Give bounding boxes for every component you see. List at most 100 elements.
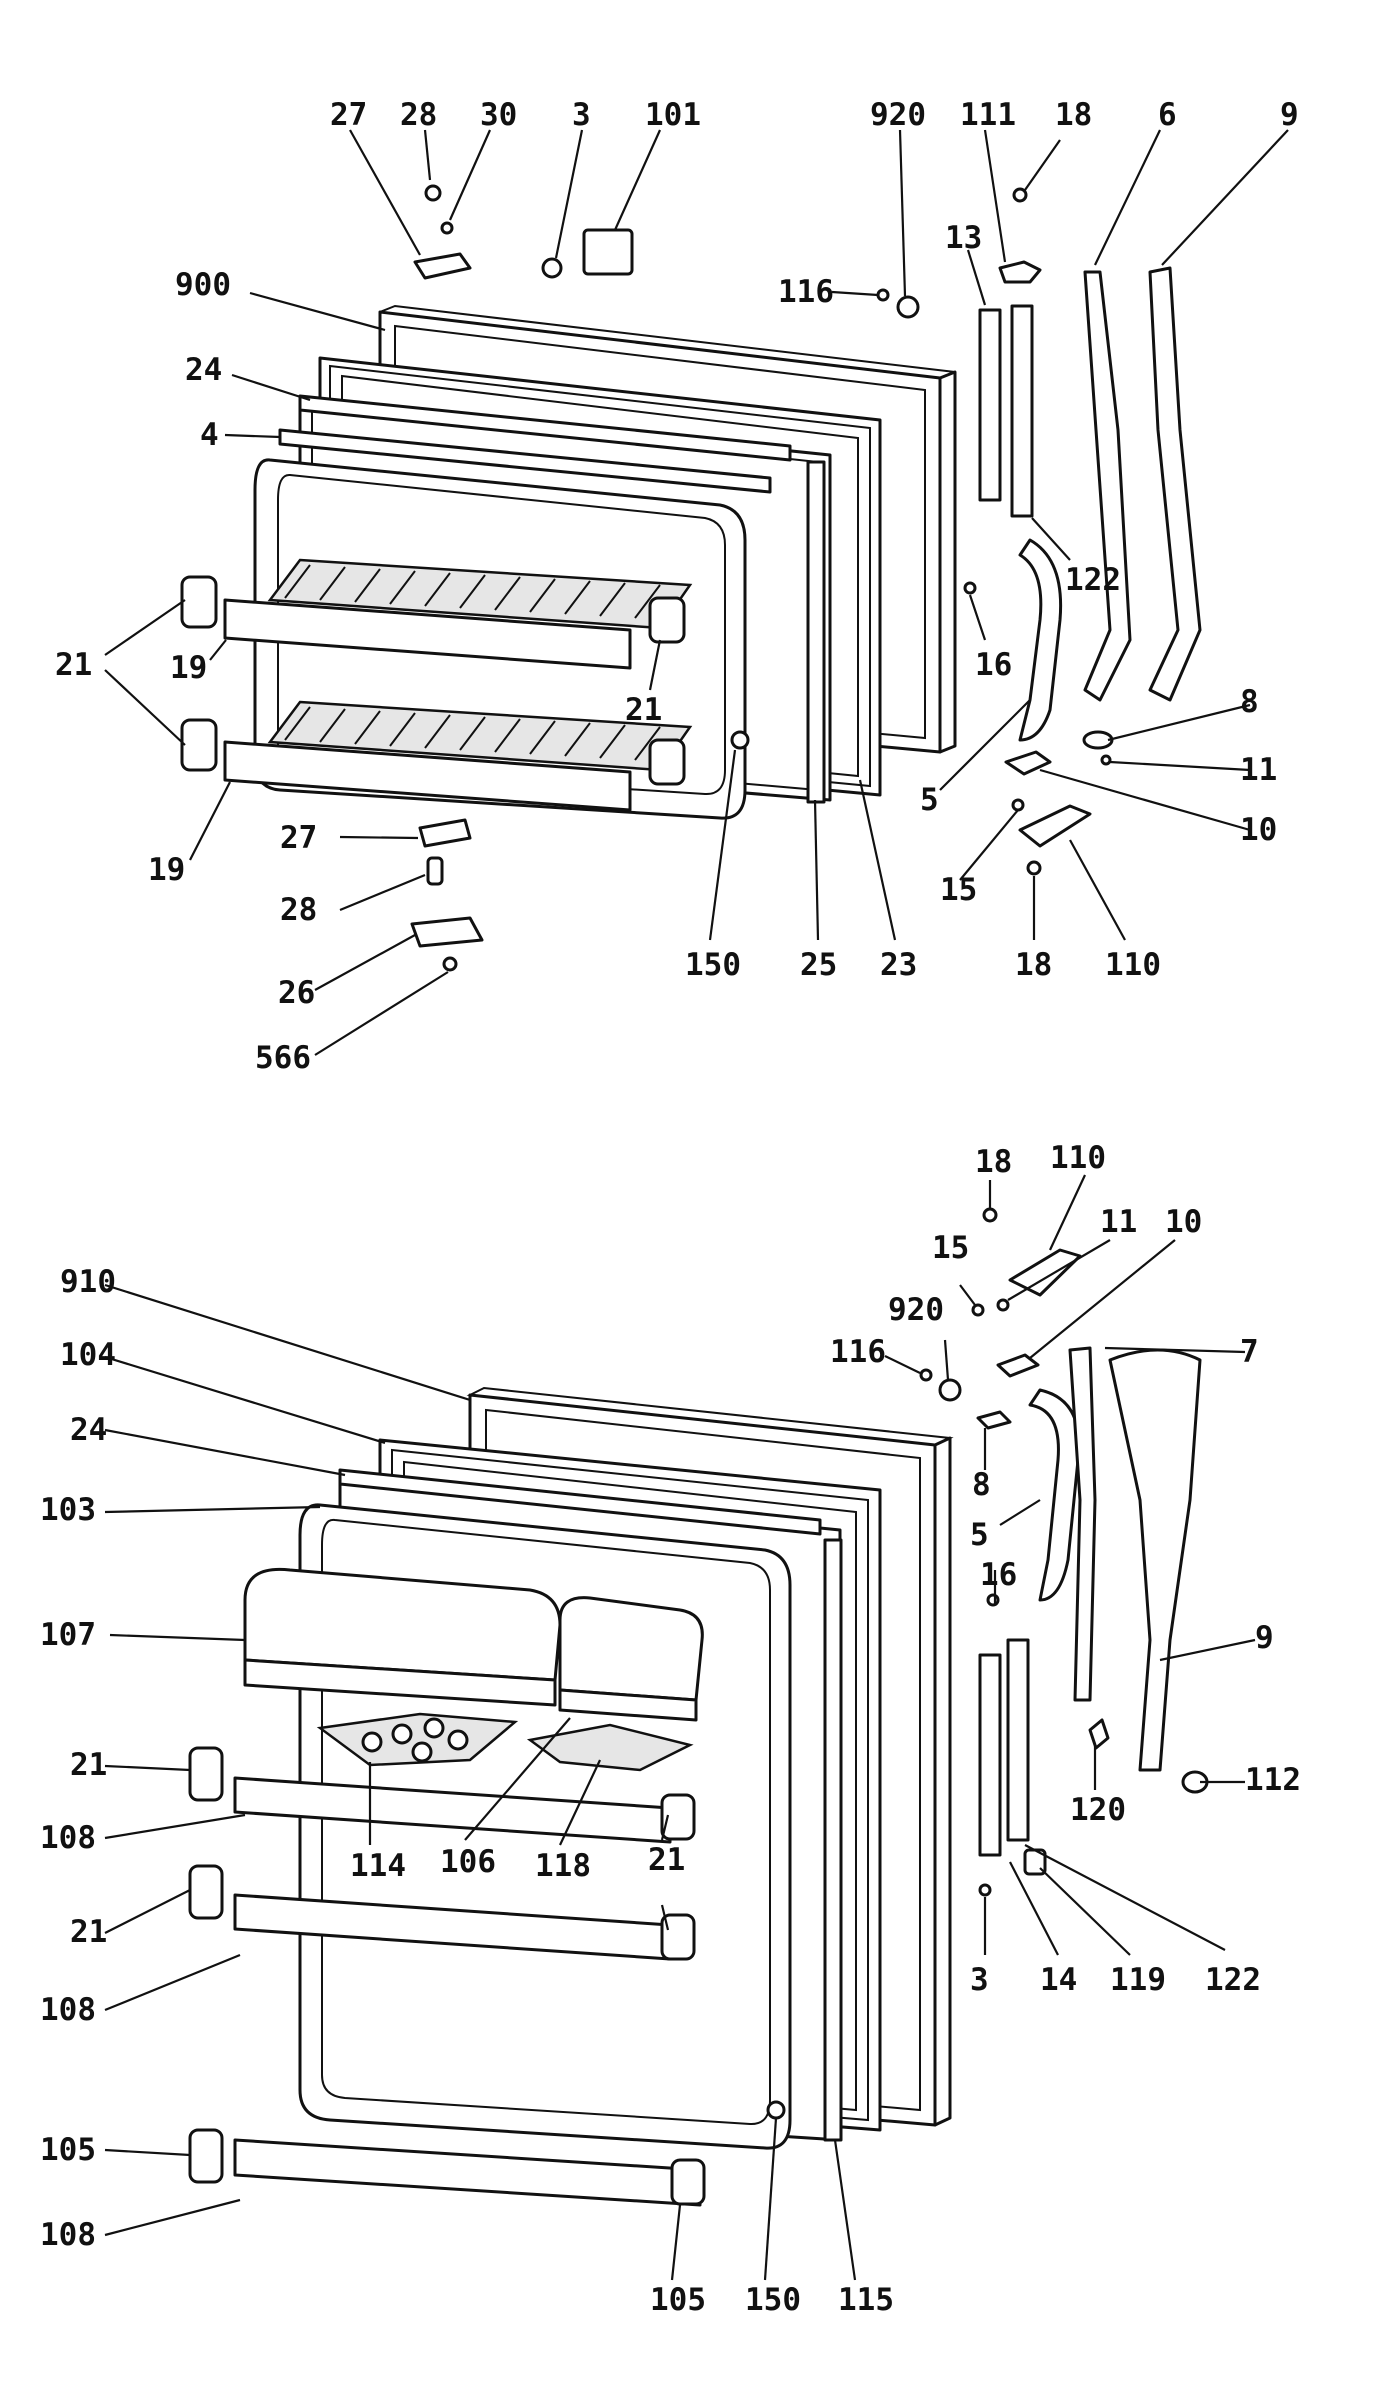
- part-3-plug-top: [541, 257, 563, 279]
- part-27-hinge-top: [413, 252, 472, 280]
- label-21: 21: [648, 1842, 685, 1878]
- part-11-screw-top: [1100, 754, 1112, 766]
- part-21-shelf-end-right-lower: [648, 738, 686, 786]
- label-21: 21: [55, 647, 92, 683]
- part-21-shelf-end-left-lower: [180, 718, 218, 772]
- label-111: 111: [960, 97, 1016, 133]
- label-13: 13: [945, 220, 982, 256]
- label-9: 9: [1255, 1620, 1274, 1656]
- part-120-screw: [1088, 1718, 1110, 1750]
- part-3-plug-b: [978, 1883, 992, 1897]
- label-920: 920: [888, 1292, 944, 1328]
- label-5: 5: [970, 1517, 989, 1553]
- label-150: 150: [745, 2282, 801, 2318]
- part-122-strip-top: [1010, 304, 1034, 518]
- part-116-screw-b: [919, 1368, 933, 1382]
- part-24-rail: [298, 394, 792, 462]
- part-16-screw-top: [963, 581, 977, 595]
- label-116: 116: [830, 1334, 886, 1370]
- fresh-food-door-assembly: [188, 1207, 1209, 2207]
- part-18-screw-top: [1012, 187, 1028, 203]
- label-26: 26: [278, 975, 315, 1011]
- part-24-rail-bottom: [338, 1468, 822, 1536]
- part-26-bracket: [410, 916, 484, 948]
- label-900: 900: [175, 267, 231, 303]
- part-103-door-liner: [233, 1503, 792, 2207]
- part-150-screw-bottom: [766, 2100, 786, 2120]
- label-11: 11: [1240, 752, 1277, 788]
- label-7: 7: [1240, 1334, 1259, 1370]
- part-118-tray: [526, 1723, 694, 1772]
- label-114: 114: [350, 1848, 406, 1884]
- label-118: 118: [535, 1848, 591, 1884]
- part-11-screw-b: [996, 1298, 1010, 1312]
- part-8-clip-b: [976, 1410, 1012, 1430]
- part-566-screw: [442, 956, 458, 972]
- label-3: 3: [970, 1962, 989, 1998]
- part-105-shelf-end-left: [188, 2128, 224, 2184]
- part-14-strip: [978, 1653, 1002, 1857]
- label-105: 105: [650, 2282, 706, 2318]
- part-28-pin-bottom: [426, 856, 444, 886]
- label-110: 110: [1050, 1140, 1106, 1176]
- part-21-shelf-end-left-upper: [180, 575, 218, 629]
- label-150: 150: [685, 947, 741, 983]
- label-16: 16: [975, 647, 1012, 683]
- freezer-door-liner: [223, 458, 750, 820]
- part-108-shelf-bar-upper: [233, 1776, 672, 1844]
- part-13-strip: [978, 308, 1002, 502]
- part-116-screw-top: [876, 288, 890, 302]
- part-21-shelf-end-left-middle-b: [188, 1864, 224, 1920]
- part-8-clip-top: [1082, 730, 1114, 750]
- label-6: 6: [1158, 97, 1177, 133]
- part-15-screw-b: [971, 1303, 985, 1317]
- part-920-plug-top: [896, 295, 920, 319]
- part-28-pin-top: [424, 184, 442, 202]
- leader-lines: [104, 129, 1289, 2281]
- label-566: 566: [255, 1040, 311, 1076]
- label-24: 24: [70, 1412, 107, 1448]
- label-8: 8: [1240, 684, 1259, 720]
- part-21-shelf-end-right-upper-b: [660, 1793, 696, 1841]
- label-19: 19: [148, 852, 185, 888]
- label-27: 27: [280, 820, 317, 856]
- label-103: 103: [40, 1492, 96, 1528]
- label-21: 21: [625, 692, 662, 728]
- label-106: 106: [440, 1844, 496, 1880]
- part-105-shelf-end-right: [670, 2158, 706, 2206]
- label-28: 28: [400, 97, 437, 133]
- label-108: 108: [40, 2217, 96, 2253]
- part-5-handle-cap-b: [1028, 1388, 1081, 1602]
- label-105: 105: [40, 2132, 96, 2168]
- part-110-hinge-bottom: [1018, 804, 1092, 848]
- freezer-door-assembly: [180, 184, 1202, 972]
- label-21: 21: [70, 1914, 107, 1950]
- label-19: 19: [170, 650, 207, 686]
- label-107: 107: [40, 1617, 96, 1653]
- part-30-screw: [440, 221, 454, 235]
- label-110: 110: [1105, 947, 1161, 983]
- part-21-shelf-end-right-middle-b: [660, 1913, 696, 1961]
- part-18-screw-top-b: [982, 1207, 998, 1223]
- label-116: 116: [778, 274, 834, 310]
- part-106-compartment-door: [558, 1596, 704, 1722]
- label-18: 18: [1015, 947, 1052, 983]
- label-8: 8: [972, 1467, 991, 1503]
- part-18-screw-bottom: [1026, 860, 1042, 876]
- part-9-handle-trim-top: [1148, 266, 1202, 702]
- part-27-hinge-bottom: [418, 818, 472, 848]
- label-108: 108: [40, 1820, 96, 1856]
- part-7-handle: [1068, 1346, 1097, 1702]
- label-18: 18: [975, 1144, 1012, 1180]
- label-28: 28: [280, 892, 317, 928]
- label-11: 11: [1100, 1204, 1137, 1240]
- part-16-screw-b: [986, 1593, 1000, 1607]
- label-15: 15: [932, 1230, 969, 1266]
- label-27: 27: [330, 97, 367, 133]
- label-920: 920: [870, 97, 926, 133]
- part-122-strip-b: [1006, 1638, 1030, 1842]
- part-21-shelf-end-right-upper: [648, 596, 686, 644]
- part-114-egg-tray: [316, 1712, 519, 1767]
